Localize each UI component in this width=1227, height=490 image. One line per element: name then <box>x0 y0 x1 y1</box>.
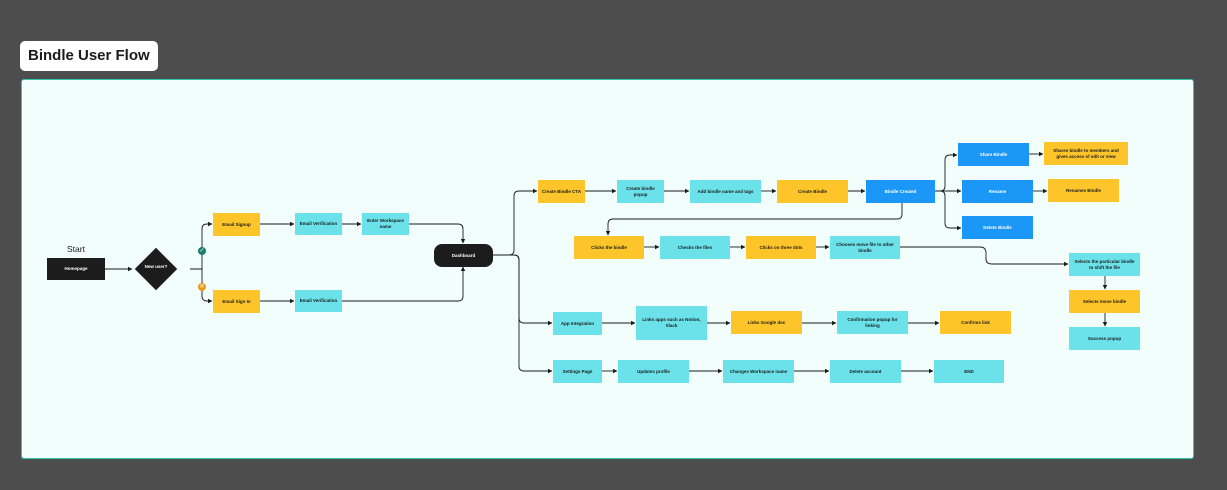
node-rename-bindle[interactable]: Renames Bindle <box>1048 179 1119 202</box>
node-delete-bindle[interactable]: Delete Bindle <box>962 216 1033 239</box>
node-chooses-move[interactable]: Chooses move file to other bindle <box>830 236 900 259</box>
node-bindle-created[interactable]: Bindle Created <box>866 180 935 203</box>
node-create-bindle-popup[interactable]: Create bindle popup <box>617 180 664 203</box>
node-success-popup[interactable]: Success popup <box>1069 327 1140 350</box>
node-settings-page[interactable]: Settings Page <box>553 360 602 383</box>
check-icon: ✓ <box>198 247 206 255</box>
decision-label: New user? <box>144 264 168 269</box>
node-updates-profile[interactable]: Updates profile <box>618 360 689 383</box>
node-dashboard[interactable]: Dashboard <box>434 244 493 267</box>
node-rename[interactable]: Rename <box>962 180 1033 203</box>
start-label: Start <box>67 244 85 254</box>
node-email-verification-1[interactable]: Email Verification <box>295 213 342 235</box>
node-selects-bindle[interactable]: Selects the particular bindle to shift t… <box>1069 253 1140 276</box>
node-homepage[interactable]: Homepage <box>47 258 105 280</box>
node-end[interactable]: END <box>934 360 1004 383</box>
node-email-signin[interactable]: Email Sign In <box>213 290 260 313</box>
node-links-google[interactable]: Links Google doc <box>731 311 802 334</box>
node-confirm-popup[interactable]: Confirmation popup for linking <box>837 311 908 334</box>
node-checks-files[interactable]: Checks the files <box>660 236 730 259</box>
node-share-desc[interactable]: Shares bindle to members and gives acces… <box>1044 142 1128 165</box>
flow-canvas <box>21 79 1194 459</box>
node-email-signup[interactable]: Email Signup <box>213 213 260 236</box>
node-links-apps[interactable]: Links apps such as Notion, Slack <box>636 306 707 340</box>
node-add-name-tags[interactable]: Add bindle name and tags <box>690 180 761 203</box>
node-selects-move[interactable]: Selects move bindle <box>1069 290 1140 313</box>
node-share-bindle[interactable]: Share Bindle <box>958 143 1029 166</box>
node-create-bindle-cta[interactable]: Create Bindle CTA <box>538 180 585 203</box>
node-email-verification-2[interactable]: Email Verification <box>295 290 342 312</box>
cross-icon: ✕ <box>198 283 206 291</box>
node-clicks-bindle[interactable]: Clicks the bindle <box>574 236 644 259</box>
node-create-bindle[interactable]: Create Bindle <box>777 180 848 203</box>
node-changes-workspace[interactable]: Changes Workspace name <box>723 360 794 383</box>
node-confirms-link[interactable]: Confirms link <box>940 311 1011 334</box>
node-enter-workspace[interactable]: Enter Workspace name <box>362 213 409 235</box>
board-title: Bindle User Flow <box>20 41 158 71</box>
node-clicks-dots[interactable]: Clicks on three dots <box>746 236 816 259</box>
node-app-integration[interactable]: App Integration <box>553 312 602 335</box>
node-delete-account[interactable]: Delete account <box>830 360 901 383</box>
